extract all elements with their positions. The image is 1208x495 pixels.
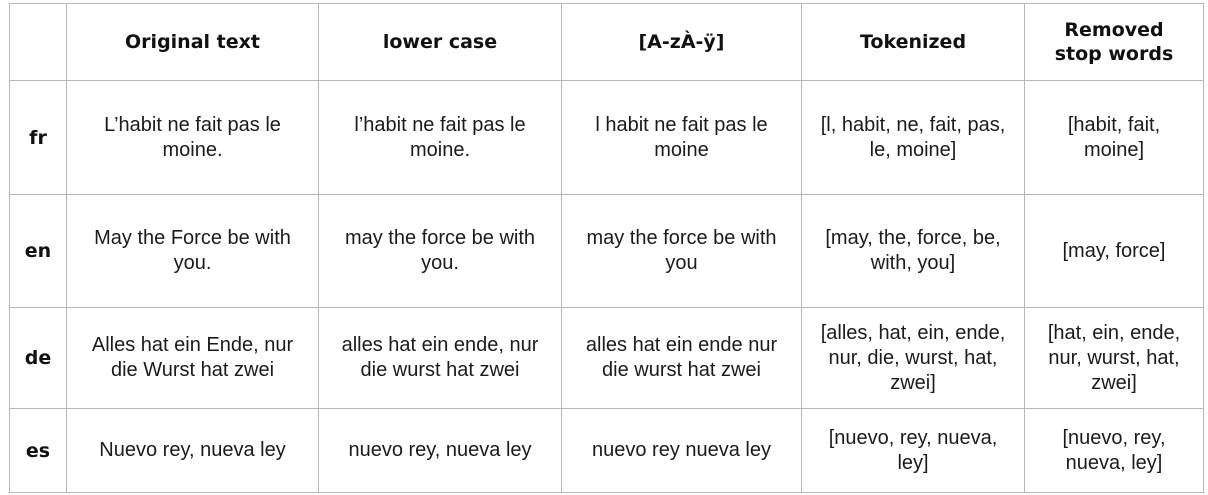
header-removed-stop-words: Removed stop words	[1024, 3, 1204, 81]
cell-lower-case: alles hat ein ende, nur die wurst hat zw…	[318, 307, 562, 409]
cell-original-text: May the Force be with you.	[66, 194, 319, 308]
table-header-row: Original text lower case [A-zÀ-ÿ] Tokeni…	[9, 3, 1204, 81]
header-corner	[9, 3, 67, 81]
cell-tokenized: [alles, hat, ein, ende, nur, die, wurst,…	[801, 307, 1025, 409]
table-row: de Alles hat ein Ende, nur die Wurst hat…	[9, 307, 1204, 409]
cell-removed-stop-words: [nuevo, rey, nueva, ley]	[1024, 408, 1204, 493]
table-row: es Nuevo rey, nueva ley nuevo rey, nueva…	[9, 408, 1204, 493]
cell-tokenized: [nuevo, rey, nueva, ley]	[801, 408, 1025, 493]
header-regex-filter: [A-zÀ-ÿ]	[561, 3, 802, 81]
header-original-text: Original text	[66, 3, 319, 81]
cell-lower-case: may the force be with you.	[318, 194, 562, 308]
table-row: fr L’habit ne fait pas le moine. l’habit…	[9, 80, 1204, 195]
cell-lower-case: nuevo rey, nueva ley	[318, 408, 562, 493]
cell-regex-filter: nuevo rey nueva ley	[561, 408, 802, 493]
row-lang-label: es	[9, 408, 67, 493]
cell-original-text: L’habit ne fait pas le moine.	[66, 80, 319, 195]
cell-original-text: Alles hat ein Ende, nur die Wurst hat zw…	[66, 307, 319, 409]
header-lower-case: lower case	[318, 3, 562, 81]
row-lang-label: fr	[9, 80, 67, 195]
row-lang-label: de	[9, 307, 67, 409]
cell-tokenized: [l, habit, ne, fait, pas, le, moine]	[801, 80, 1025, 195]
row-lang-label: en	[9, 194, 67, 308]
cell-regex-filter: l habit ne fait pas le moine	[561, 80, 802, 195]
cell-original-text: Nuevo rey, nueva ley	[66, 408, 319, 493]
cell-lower-case: l’habit ne fait pas le moine.	[318, 80, 562, 195]
header-tokenized: Tokenized	[801, 3, 1025, 81]
cell-removed-stop-words: [habit, fait, moine]	[1024, 80, 1204, 195]
cell-tokenized: [may, the, force, be, with, you]	[801, 194, 1025, 308]
cell-removed-stop-words: [hat, ein, ende, nur, wurst, hat, zwei]	[1024, 307, 1204, 409]
table-row: en May the Force be with you. may the fo…	[9, 194, 1204, 308]
cell-removed-stop-words: [may, force]	[1024, 194, 1204, 308]
preprocessing-table: Original text lower case [A-zÀ-ÿ] Tokeni…	[9, 3, 1204, 493]
cell-regex-filter: alles hat ein ende nur die wurst hat zwe…	[561, 307, 802, 409]
cell-regex-filter: may the force be with you	[561, 194, 802, 308]
